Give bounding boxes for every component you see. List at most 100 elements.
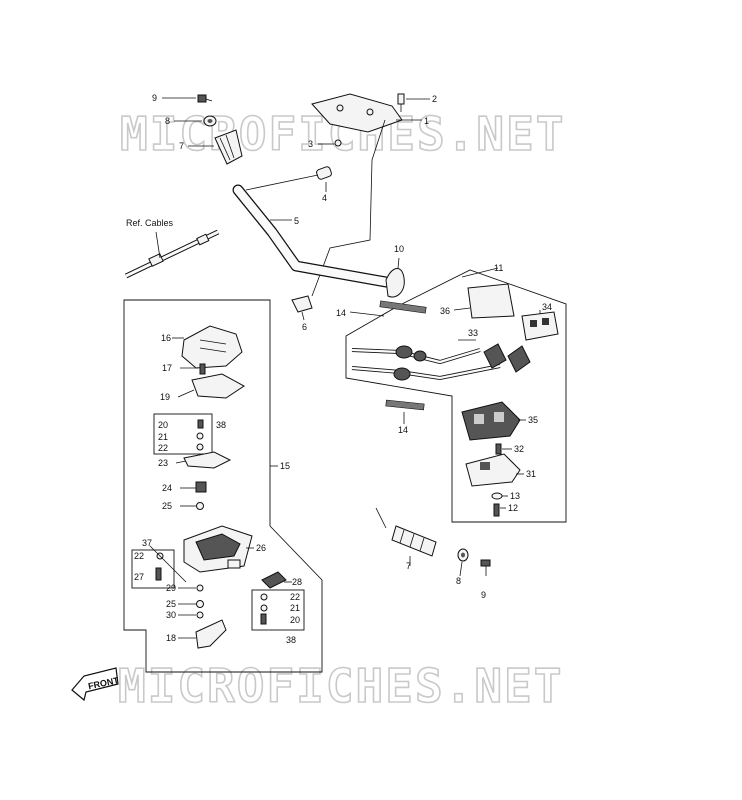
callout-1: 1 bbox=[424, 116, 429, 126]
callout-7: 7 bbox=[179, 141, 184, 151]
callout-29: 29 bbox=[166, 583, 176, 593]
clamp-part-4 bbox=[316, 166, 332, 180]
fastener-group-38a bbox=[153, 413, 213, 455]
leader-lines bbox=[149, 97, 541, 639]
callout-11: 11 bbox=[494, 263, 503, 273]
callout-8b: 8 bbox=[456, 576, 461, 586]
heater-strip-part-14a bbox=[379, 300, 427, 314]
callout-7b: 7 bbox=[406, 561, 411, 571]
washer-part-21b bbox=[260, 604, 268, 612]
fastener-group-38b bbox=[251, 589, 305, 631]
callout-38b: 38 bbox=[286, 635, 296, 645]
screw-part-20b bbox=[260, 613, 267, 625]
callout-5: 5 bbox=[294, 216, 299, 226]
callout-19: 19 bbox=[160, 392, 170, 402]
callout-22a: 22 bbox=[158, 443, 168, 453]
callout-13: 13 bbox=[510, 491, 520, 501]
callout-23: 23 bbox=[158, 458, 168, 468]
callout-37: 37 bbox=[142, 538, 152, 548]
callout-12: 12 bbox=[508, 503, 518, 513]
callout-17: 17 bbox=[162, 363, 172, 373]
clip-part-6 bbox=[291, 295, 313, 313]
grip-part-7b bbox=[391, 525, 437, 557]
grip-leader bbox=[375, 507, 387, 529]
screw-part-9b bbox=[480, 559, 491, 576]
switch-housing-part-35 bbox=[461, 401, 521, 441]
washer-part-3 bbox=[334, 139, 342, 147]
spring-part-24 bbox=[195, 481, 207, 493]
callout-10: 10 bbox=[394, 244, 404, 254]
callout-27: 27 bbox=[134, 572, 144, 582]
cover-part-36 bbox=[467, 283, 515, 319]
callout-25a: 25 bbox=[162, 501, 172, 511]
lever-part-28 bbox=[261, 571, 287, 589]
screw-part-32 bbox=[495, 443, 502, 455]
screw-part-12 bbox=[493, 503, 500, 517]
callout-21a: 21 bbox=[158, 432, 168, 442]
callout-22c: 22 bbox=[290, 592, 300, 602]
callout-26: 26 bbox=[256, 543, 266, 553]
screw-part-17 bbox=[199, 363, 206, 375]
ref-cables bbox=[124, 229, 220, 279]
washer-part-22a bbox=[196, 443, 204, 451]
callout-20b: 20 bbox=[290, 615, 300, 625]
washer-part-8 bbox=[203, 115, 217, 127]
handlebar-part-5 bbox=[232, 174, 392, 288]
gasket-part-19 bbox=[191, 373, 245, 399]
screw-part-27 bbox=[155, 567, 162, 581]
left-assembly-frame bbox=[123, 299, 323, 673]
callout-9: 9 bbox=[152, 93, 157, 103]
washer-part-30 bbox=[196, 611, 204, 619]
right-assembly-frame bbox=[345, 269, 567, 523]
callout-6: 6 bbox=[302, 322, 307, 332]
callout-14a: 14 bbox=[336, 308, 346, 318]
washer-part-22c bbox=[260, 593, 268, 601]
front-arrow-icon: FRONT bbox=[71, 667, 120, 702]
watermark-bottom: MICROFICHES.NET bbox=[118, 659, 563, 713]
bolt-part-2 bbox=[397, 93, 405, 112]
block-part-34 bbox=[521, 311, 559, 341]
callout-15: 15 bbox=[280, 461, 290, 471]
callout-20a: 20 bbox=[158, 420, 168, 430]
grip-part-7 bbox=[214, 129, 243, 165]
mount-plate-part bbox=[311, 93, 403, 297]
switch-housing-part-26 bbox=[183, 525, 253, 573]
heater-wiring-part-33 bbox=[351, 339, 531, 381]
callout-3: 3 bbox=[308, 139, 313, 149]
callout-22b: 22 bbox=[134, 551, 144, 561]
heater-strip-part-14b bbox=[385, 399, 425, 411]
cover-part-16 bbox=[181, 325, 243, 369]
washer-part-29 bbox=[196, 584, 204, 592]
screw-part-20a bbox=[197, 419, 204, 429]
callout-4: 4 bbox=[322, 193, 327, 203]
washer-part-8b bbox=[457, 548, 469, 562]
callout-8: 8 bbox=[165, 116, 170, 126]
callout-16: 16 bbox=[161, 333, 171, 343]
screw-part-9 bbox=[197, 94, 213, 103]
callout-31: 31 bbox=[526, 469, 536, 479]
callout-25b: 25 bbox=[166, 599, 176, 609]
callout-9b: 9 bbox=[481, 590, 486, 600]
callout-33: 33 bbox=[468, 328, 478, 338]
callout-14b: 14 bbox=[398, 425, 408, 435]
callout-35: 35 bbox=[528, 415, 538, 425]
callout-24: 24 bbox=[162, 483, 172, 493]
callout-30: 30 bbox=[166, 610, 176, 620]
callout-38a: 38 bbox=[216, 420, 226, 430]
callout-2: 2 bbox=[432, 94, 437, 104]
washer-part-25a bbox=[196, 502, 204, 510]
washer-part-13 bbox=[491, 492, 503, 500]
clamp-part-10 bbox=[385, 257, 405, 298]
switch-housing-part-31 bbox=[465, 453, 521, 487]
washer-part-25b bbox=[196, 600, 204, 608]
callout-32: 32 bbox=[514, 444, 524, 454]
lever-part-18 bbox=[195, 619, 227, 649]
callout-36: 36 bbox=[440, 306, 450, 316]
callout-28: 28 bbox=[292, 577, 302, 587]
callout-21b: 21 bbox=[290, 603, 300, 613]
callout-34: 34 bbox=[542, 302, 552, 312]
lever-part-23 bbox=[183, 451, 232, 469]
washer-part-21a bbox=[196, 432, 204, 440]
callout-18: 18 bbox=[166, 633, 176, 643]
